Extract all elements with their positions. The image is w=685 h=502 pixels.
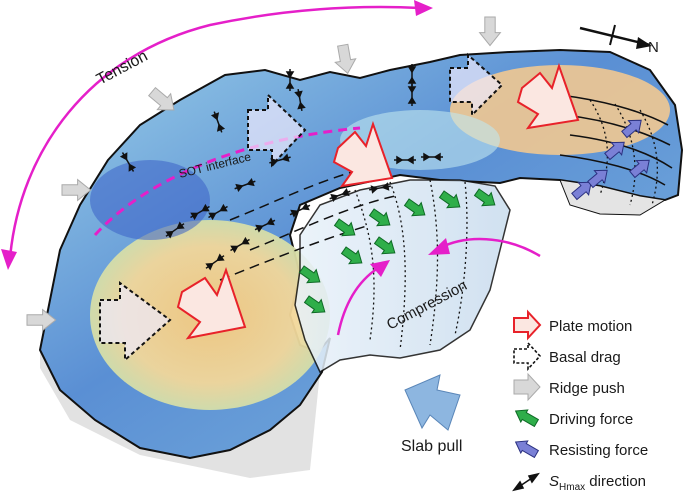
resisting-force-arrows (571, 119, 650, 201)
legend-label-shmax: direction (585, 473, 646, 490)
compression-arrowhead-lower (370, 260, 390, 277)
compression-arrowhead-upper (428, 238, 450, 255)
tension-arrowhead-right (414, 0, 433, 16)
legend-item-shmax: SHmax direction (512, 472, 646, 493)
shmax-symbol (394, 155, 416, 165)
north-label: N (648, 39, 659, 56)
driving-force-arrow (333, 218, 356, 237)
legend-item-basal-drag: Basal drag (513, 340, 621, 372)
driving-force-arrow (438, 190, 461, 209)
driving-force-arrow (473, 188, 496, 207)
legend-label-basal-drag: Basal drag (549, 349, 621, 366)
driving-force-arrow (368, 208, 391, 227)
driving-force-arrow (403, 198, 426, 217)
compression-arrow-upper (439, 237, 541, 258)
legend: Plate motion Basal drag Ridge push Drivi… (512, 309, 648, 493)
driving-force-arrow (340, 246, 363, 265)
legend-label-ridge-push: Ridge push (549, 380, 625, 397)
legend-item-ridge-push: Ridge push (513, 372, 625, 402)
legend-shmax-s: S (549, 473, 559, 490)
ridge-push-arrows (26, 16, 502, 332)
plate-motion-arrow-south (176, 266, 247, 340)
shmax-symbol (269, 153, 291, 167)
shmax-symbol (285, 69, 295, 91)
tension-arrowhead-left (1, 249, 17, 270)
driving-force-arrow (373, 236, 396, 255)
shmax-symbol (119, 152, 137, 172)
plate-motion-arrow-north (516, 62, 580, 130)
plate-motion-arrow-center (332, 120, 394, 188)
north-arrow-tick (609, 24, 616, 46)
shmax-symbol (208, 203, 228, 221)
shmax-symbol (234, 177, 256, 193)
resisting-force-arrow (621, 119, 642, 139)
driving-force-arrow (303, 295, 326, 314)
slab-pull-arrow (404, 374, 461, 431)
svg-text:SHmax direction: SHmax direction (549, 473, 646, 493)
driving-force-arrows (298, 188, 496, 314)
tension-arrow (8, 5, 421, 259)
plate-motion-arrows (176, 62, 580, 340)
shmax-symbol (190, 203, 210, 221)
driving-force-legend-icon (514, 409, 540, 428)
slab-contours (354, 99, 659, 351)
compression-arrow-lower (336, 266, 379, 336)
basal-drag-legend-icon (513, 340, 542, 372)
basal-drag-arrow-north (449, 52, 504, 118)
legend-item-driving-force: Driving force (514, 409, 633, 428)
plate-motion-legend-icon (513, 309, 542, 341)
driving-force-arrow (298, 265, 321, 284)
shmax-symbol (421, 152, 443, 162)
deep-basin (90, 160, 210, 240)
legend-shmax-sub: Hmax (559, 482, 585, 493)
ridge-push-arrow (26, 308, 57, 332)
resisting-force-arrow (571, 181, 592, 201)
resisting-force-arrow (629, 159, 650, 179)
north-arrowhead (636, 37, 652, 49)
legend-label-driving-force: Driving force (549, 411, 633, 428)
shmax-symbols (119, 64, 443, 271)
resisting-force-arrow (587, 169, 608, 189)
shmax-symbol (165, 221, 185, 239)
basal-drag-arrow-south (99, 281, 172, 363)
ridge-push-arrow (478, 16, 502, 47)
legend-item-plate-motion: Plate motion (513, 309, 632, 341)
resisting-force-legend-icon (514, 440, 540, 459)
shmax-symbol (369, 182, 391, 194)
ridge-push-arrow (334, 43, 357, 75)
lineation-lines (219, 164, 401, 281)
shmax-symbol (289, 202, 311, 218)
subducting-slab (294, 179, 511, 374)
shmax-symbol (205, 253, 225, 271)
ridge-push-arrow (61, 178, 92, 202)
sot-interface-line (93, 126, 361, 237)
shmax-symbol (294, 89, 306, 111)
ridge-push-arrow (147, 86, 175, 111)
ridge-push-legend-icon (513, 372, 541, 402)
legend-label-plate-motion: Plate motion (549, 318, 632, 335)
shmax-symbol (254, 217, 276, 233)
shmax-symbol (407, 84, 417, 106)
shmax-symbol (210, 111, 226, 133)
basal-drag-arrows (99, 52, 504, 363)
shmax-legend-icon (512, 472, 540, 492)
tension-label: Tension (94, 48, 151, 89)
legend-label-resisting-force: Resisting force (549, 442, 648, 459)
slab-pull-label: Slab pull (401, 438, 462, 455)
basal-drag-arrow-west (247, 92, 307, 168)
resisting-force-arrow (604, 141, 625, 161)
shmax-symbol (407, 64, 417, 86)
legend-item-resisting-force: Resisting force (514, 440, 648, 459)
shmax-symbol (329, 187, 351, 203)
shmax-symbol (230, 236, 250, 254)
